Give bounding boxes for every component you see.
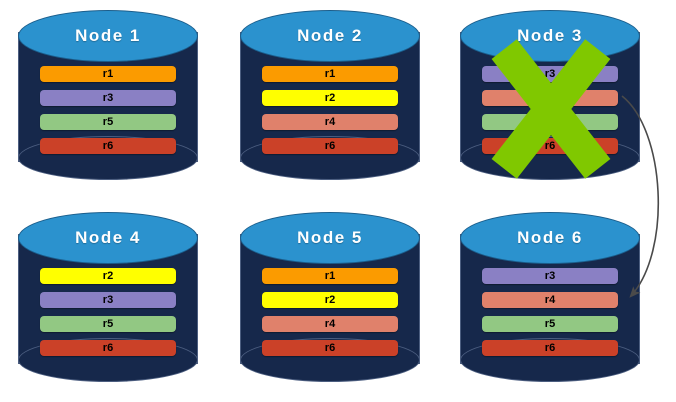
node-2-label: Node 2 <box>297 26 363 45</box>
node-6-record-r5[interactable]: r5 <box>482 316 618 332</box>
node-3[interactable]: Node 3 r3 r4 r5 r6 <box>452 6 648 184</box>
node-4-record-r2[interactable]: r2 <box>40 268 176 284</box>
node-6-record-r4[interactable]: r4 <box>482 292 618 308</box>
node-5-record-list: r1 r2 r4 r6 <box>262 268 398 356</box>
node-3-record-r3[interactable]: r3 <box>482 66 618 82</box>
node-4-record-list: r2 r3 r5 r6 <box>40 268 176 356</box>
node-1-label: Node 1 <box>75 26 141 45</box>
node-5-label: Node 5 <box>297 228 363 247</box>
node-3-record-r6[interactable]: r6 <box>482 138 618 154</box>
node-2-record-r1[interactable]: r1 <box>262 66 398 82</box>
node-6-cylinder-top: Node 6 <box>460 212 640 264</box>
node-1-cylinder-top: Node 1 <box>18 10 198 62</box>
node-2-record-r4[interactable]: r4 <box>262 114 398 130</box>
node-2-record-list: r1 r2 r4 r6 <box>262 66 398 154</box>
node-4[interactable]: Node 4 r2 r3 r5 r6 <box>10 208 206 386</box>
node-1-record-list: r1 r3 r5 r6 <box>40 66 176 154</box>
node-6-record-r3[interactable]: r3 <box>482 268 618 284</box>
node-5-record-r1[interactable]: r1 <box>262 268 398 284</box>
node-1-record-r6[interactable]: r6 <box>40 138 176 154</box>
node-1[interactable]: Node 1 r1 r3 r5 r6 <box>10 6 206 184</box>
node-2[interactable]: Node 2 r1 r2 r4 r6 <box>232 6 428 184</box>
node-1-record-r3[interactable]: r3 <box>40 90 176 106</box>
node-5-record-r2[interactable]: r2 <box>262 292 398 308</box>
node-6[interactable]: Node 6 r3 r4 r5 r6 <box>452 208 648 386</box>
node-3-cylinder-top: Node 3 <box>460 10 640 62</box>
node-6-record-list: r3 r4 r5 r6 <box>482 268 618 356</box>
node-4-record-r6[interactable]: r6 <box>40 340 176 356</box>
node-1-record-r5[interactable]: r5 <box>40 114 176 130</box>
node-5[interactable]: Node 5 r1 r2 r4 r6 <box>232 208 428 386</box>
node-2-cylinder-top: Node 2 <box>240 10 420 62</box>
node-3-label: Node 3 <box>517 26 583 45</box>
node-5-record-r4[interactable]: r4 <box>262 316 398 332</box>
node-4-cylinder-top: Node 4 <box>18 212 198 264</box>
node-3-record-r5[interactable]: r5 <box>482 114 618 130</box>
node-6-label: Node 6 <box>517 228 583 247</box>
node-3-record-list: r3 r4 r5 r6 <box>482 66 618 154</box>
node-4-record-r5[interactable]: r5 <box>40 316 176 332</box>
node-5-cylinder-top: Node 5 <box>240 212 420 264</box>
node-4-label: Node 4 <box>75 228 141 247</box>
node-1-record-r1[interactable]: r1 <box>40 66 176 82</box>
node-2-record-r2[interactable]: r2 <box>262 90 398 106</box>
node-4-record-r3[interactable]: r3 <box>40 292 176 308</box>
node-3-record-r4[interactable]: r4 <box>482 90 618 106</box>
node-5-record-r6[interactable]: r6 <box>262 340 398 356</box>
node-2-record-r6[interactable]: r6 <box>262 138 398 154</box>
node-6-record-r6[interactable]: r6 <box>482 340 618 356</box>
